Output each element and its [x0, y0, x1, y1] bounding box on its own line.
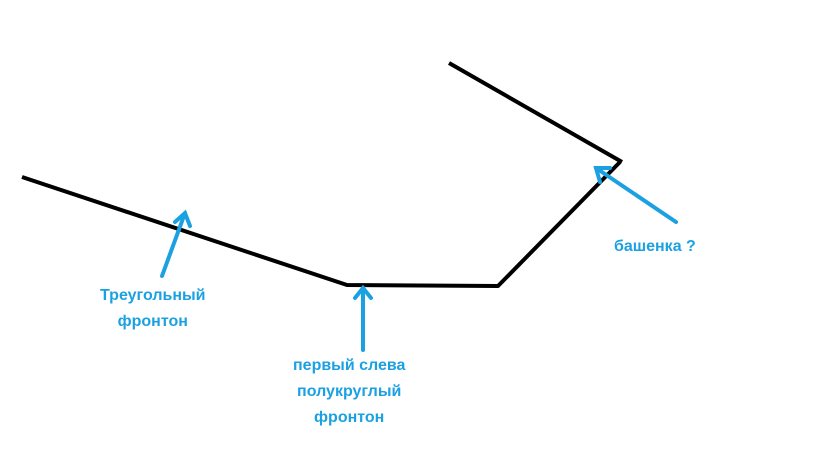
- label-semicircular-pediment: первый слева полукруглый фронтон: [293, 353, 405, 431]
- arrow-turret-icon: [593, 166, 678, 224]
- label-line: Треугольный: [100, 287, 206, 304]
- label-turret: башенка ?: [614, 238, 696, 255]
- tower-line: [448, 61, 623, 164]
- label-line: фронтон: [314, 409, 385, 426]
- arrow-triangular-icon: [160, 209, 192, 278]
- building-outline-line: [21, 160, 622, 288]
- label-line: фронтон: [117, 313, 188, 330]
- label-triangular-pediment: Треугольный фронтон: [100, 283, 206, 335]
- label-line: первый слева: [293, 357, 406, 374]
- label-line: полукруглый: [297, 383, 402, 400]
- arrow-semicircular-icon: [353, 284, 373, 352]
